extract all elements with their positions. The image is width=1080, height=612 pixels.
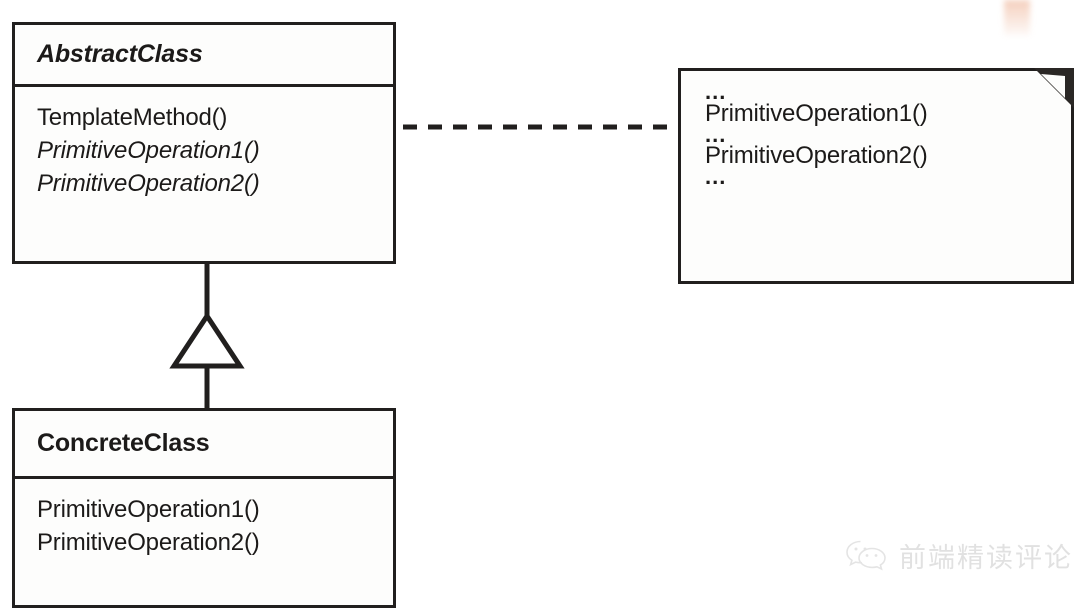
note-line-ellipsis-1: ... — [705, 79, 727, 104]
concrete-class-members: PrimitiveOperation1() PrimitiveOperation… — [15, 479, 393, 608]
abstract-class-box[interactable]: AbstractClass TemplateMethod() Primitive… — [12, 22, 396, 264]
note-line-primitive-operation-1: PrimitiveOperation1() — [705, 99, 928, 127]
member-template-method: TemplateMethod() — [37, 104, 228, 131]
generalization-connector — [169, 264, 245, 410]
concrete-class-box[interactable]: ConcreteClass PrimitiveOperation1() Prim… — [12, 408, 396, 608]
note-line-primitive-operation-2: PrimitiveOperation2() — [705, 142, 928, 170]
note-line-ellipsis-2: ... — [705, 121, 727, 147]
note-line-ellipsis-3: ... — [705, 164, 727, 190]
member-primitive-operation-1: PrimitiveOperation1() — [37, 137, 260, 165]
concrete-class-title: ConcreteClass — [15, 411, 393, 479]
member-primitive-operation-2: PrimitiveOperation2() — [37, 529, 260, 557]
member-primitive-operation-1: PrimitiveOperation1() — [37, 496, 260, 523]
note-body: ... PrimitiveOperation1() ... PrimitiveO… — [681, 71, 1071, 190]
member-primitive-operation-2: PrimitiveOperation2() — [37, 170, 260, 198]
note-box[interactable]: ... PrimitiveOperation1() ... PrimitiveO… — [678, 68, 1074, 284]
abstract-class-members: TemplateMethod() PrimitiveOperation1() P… — [15, 87, 393, 264]
hollow-triangle-arrowhead — [169, 311, 245, 369]
abstract-class-title: AbstractClass — [15, 25, 393, 87]
folded-corner-icon — [1034, 68, 1074, 108]
